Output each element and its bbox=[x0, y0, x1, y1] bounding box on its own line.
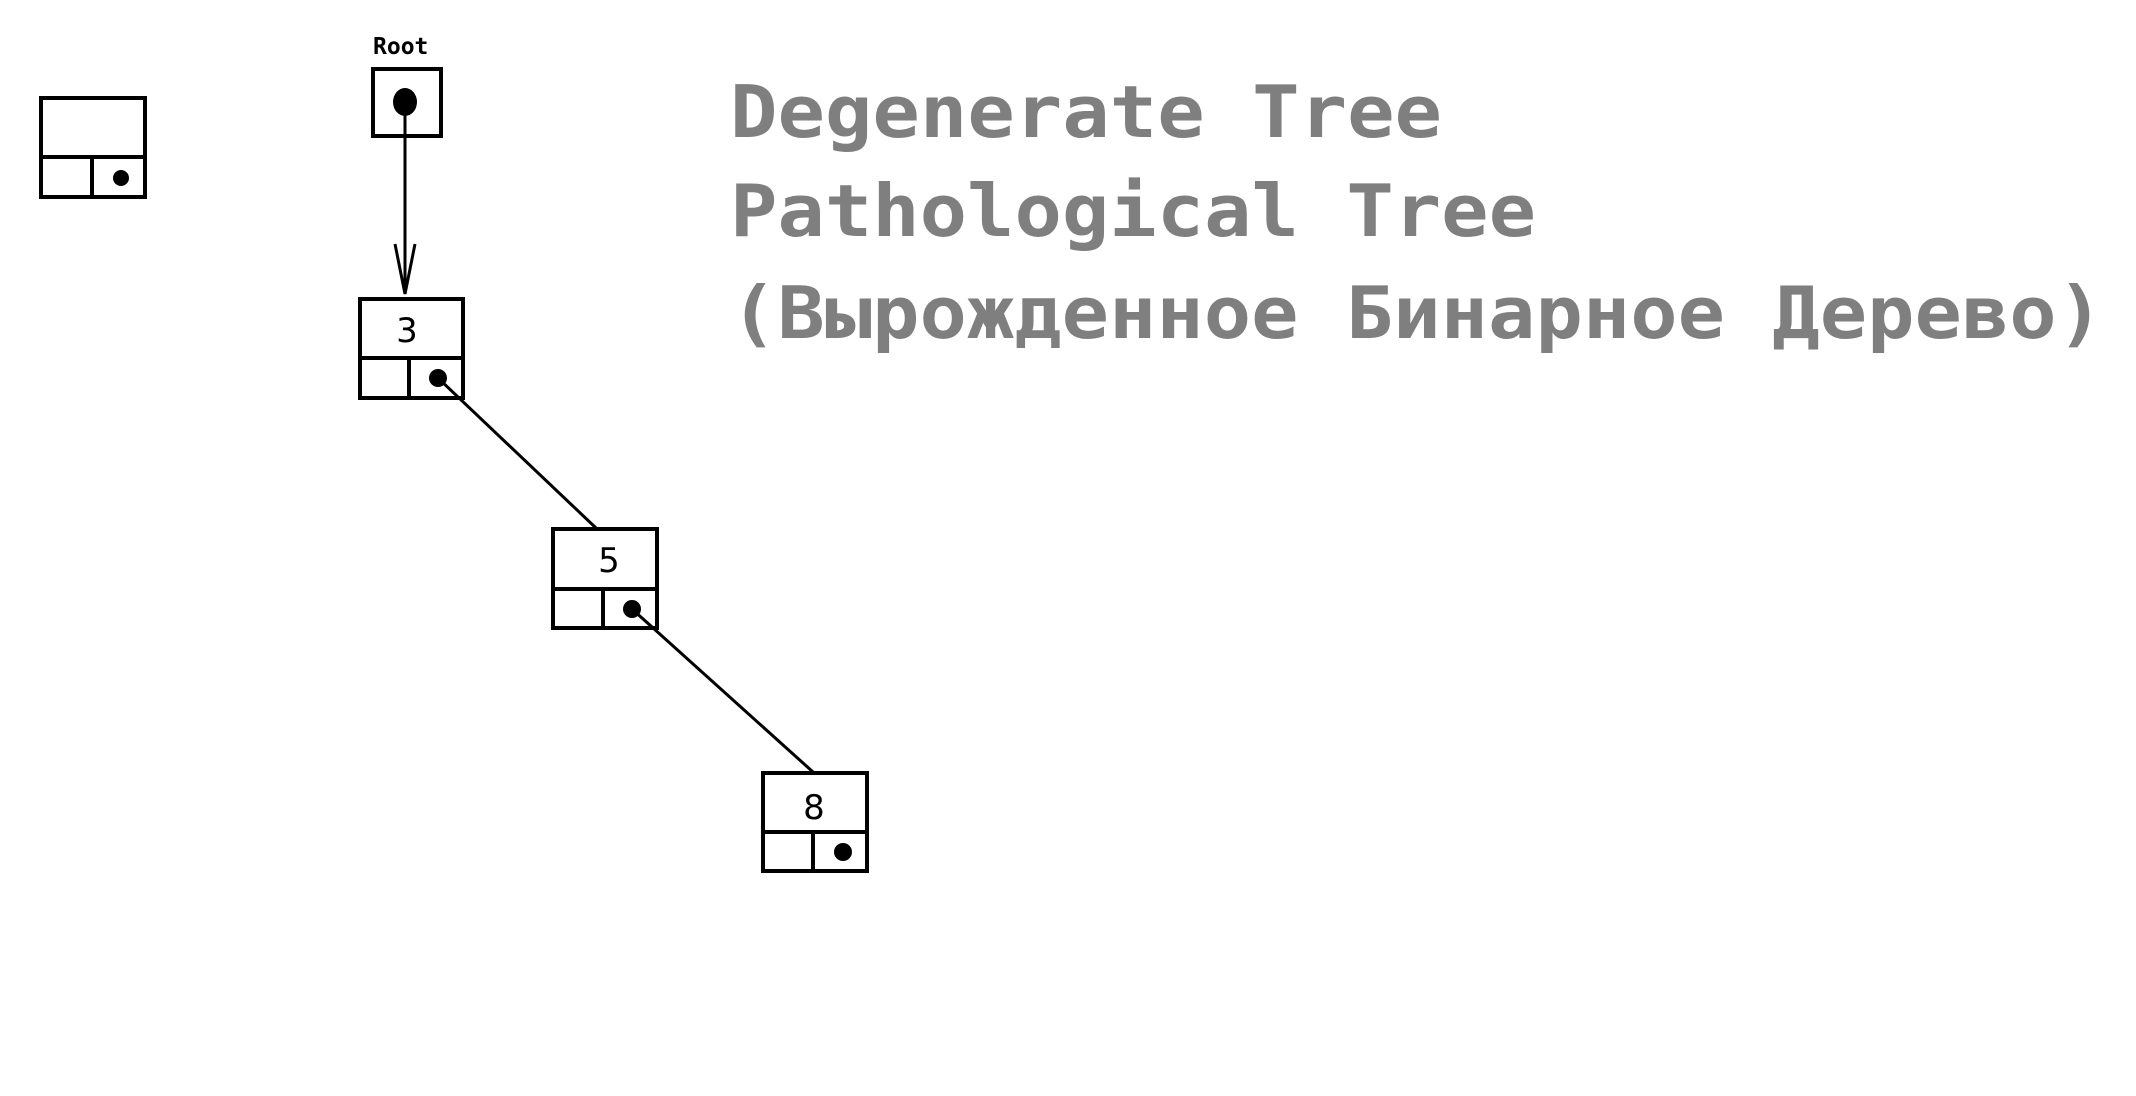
tree-node: 3 bbox=[358, 297, 465, 400]
edge-node-5-to-node-8 bbox=[630, 607, 815, 774]
title-line-2: Pathological Tree bbox=[730, 169, 1536, 253]
node-8-pointer-dot bbox=[834, 843, 852, 861]
tree-node: 8 bbox=[761, 771, 869, 873]
root-pointer bbox=[371, 67, 443, 138]
root-label: Root bbox=[373, 34, 428, 60]
legend-node bbox=[39, 96, 147, 199]
node-3-box bbox=[358, 297, 465, 400]
root-pointer-box bbox=[371, 67, 443, 138]
node-value: 3 bbox=[396, 311, 418, 351]
tree-node: 5 bbox=[551, 527, 659, 630]
title-line-3: (Вырожденное Бинарное Дерево) bbox=[730, 271, 2104, 355]
legend-node-pointer-dot bbox=[113, 170, 129, 186]
root-pointer-dot bbox=[393, 88, 417, 116]
edge-root-to-node-3 bbox=[393, 105, 417, 295]
node-value: 8 bbox=[803, 788, 825, 828]
node-value: 5 bbox=[598, 541, 620, 581]
edge-node-3-to-node-5 bbox=[436, 376, 598, 530]
diagram-title: Degenerate Tree Pathological Tree (Вырож… bbox=[730, 70, 2104, 355]
arrowhead-icon bbox=[393, 243, 417, 295]
title-line-1: Degenerate Tree bbox=[730, 70, 1442, 154]
